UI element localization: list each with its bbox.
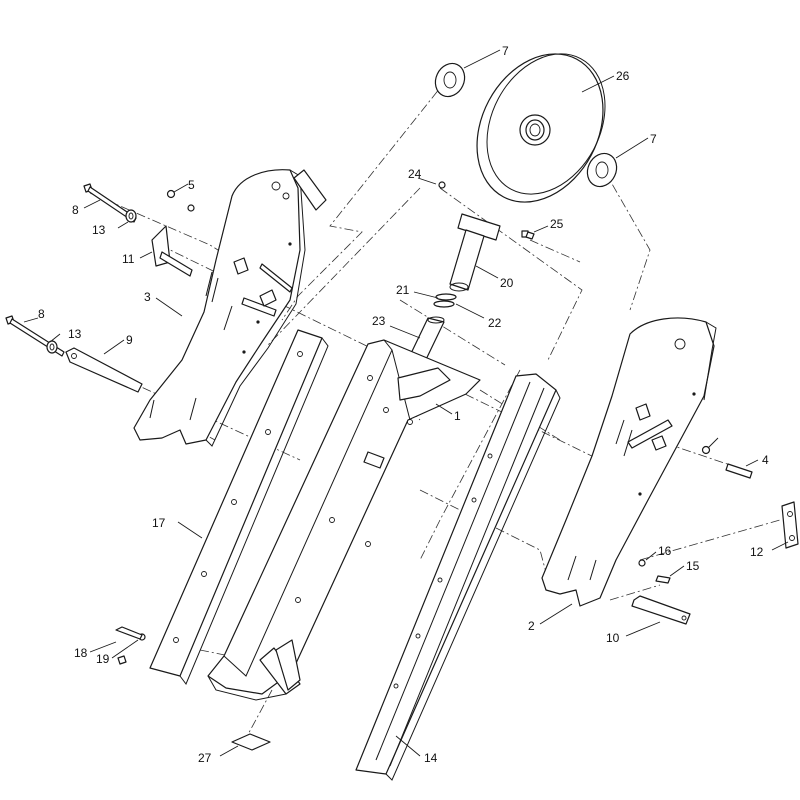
callout-4: 4 <box>762 453 769 467</box>
callout-10: 10 <box>606 631 620 645</box>
callout-8-upper: 8 <box>72 203 79 217</box>
callout-21: 21 <box>396 283 410 297</box>
callout-3: 3 <box>144 290 151 304</box>
right-bolt <box>701 445 753 479</box>
main-housing <box>207 339 481 701</box>
right-rail-channel <box>355 373 561 781</box>
callout-15: 15 <box>686 559 700 573</box>
washer-top <box>434 62 466 98</box>
callout-5: 5 <box>188 178 195 192</box>
leader-lines <box>23 49 789 757</box>
callout-1: 1 <box>454 409 461 423</box>
callout-7-top: 7 <box>502 44 509 58</box>
callout-13-lower: 13 <box>68 327 82 341</box>
callout-13-upper: 13 <box>92 223 106 237</box>
upper-bolt <box>83 183 137 223</box>
callout-labels: 7 26 7 5 8 24 13 25 11 20 21 3 8 22 23 1… <box>38 44 769 765</box>
left-side-plate <box>133 169 327 447</box>
spring-tube <box>449 213 529 292</box>
right-link-bar <box>631 595 691 625</box>
idler-pulley <box>476 53 606 203</box>
bottom-plate <box>231 733 271 751</box>
callout-19: 19 <box>96 652 110 666</box>
callout-2: 2 <box>528 619 535 633</box>
callout-18: 18 <box>74 646 88 660</box>
callout-26: 26 <box>616 69 630 83</box>
callout-25: 25 <box>550 217 564 231</box>
callout-12: 12 <box>750 545 764 559</box>
callout-24: 24 <box>408 167 422 181</box>
callout-17: 17 <box>152 516 166 530</box>
callout-23: 23 <box>372 314 386 328</box>
callout-9: 9 <box>126 333 133 347</box>
callout-7-right: 7 <box>650 132 657 146</box>
lower-bolt <box>5 315 65 357</box>
lower-left-bolt <box>115 626 146 665</box>
right-small-hardware <box>638 559 671 584</box>
callout-11: 11 <box>122 252 135 266</box>
callout-20: 20 <box>500 276 514 290</box>
tube-washers <box>433 293 457 308</box>
left-bracket <box>151 225 193 277</box>
callout-16: 16 <box>658 544 672 558</box>
callout-8-lower: 8 <box>38 307 45 321</box>
link-bar <box>65 347 143 393</box>
left-pivot-hardware <box>233 257 293 317</box>
right-side-plate <box>541 317 717 607</box>
right-small-link <box>781 501 799 549</box>
small-hardware <box>166 181 535 240</box>
callout-14: 14 <box>424 751 438 765</box>
callout-22: 22 <box>488 316 502 330</box>
left-rail <box>149 329 329 685</box>
washer-right <box>586 152 618 188</box>
callout-27: 27 <box>198 751 212 765</box>
